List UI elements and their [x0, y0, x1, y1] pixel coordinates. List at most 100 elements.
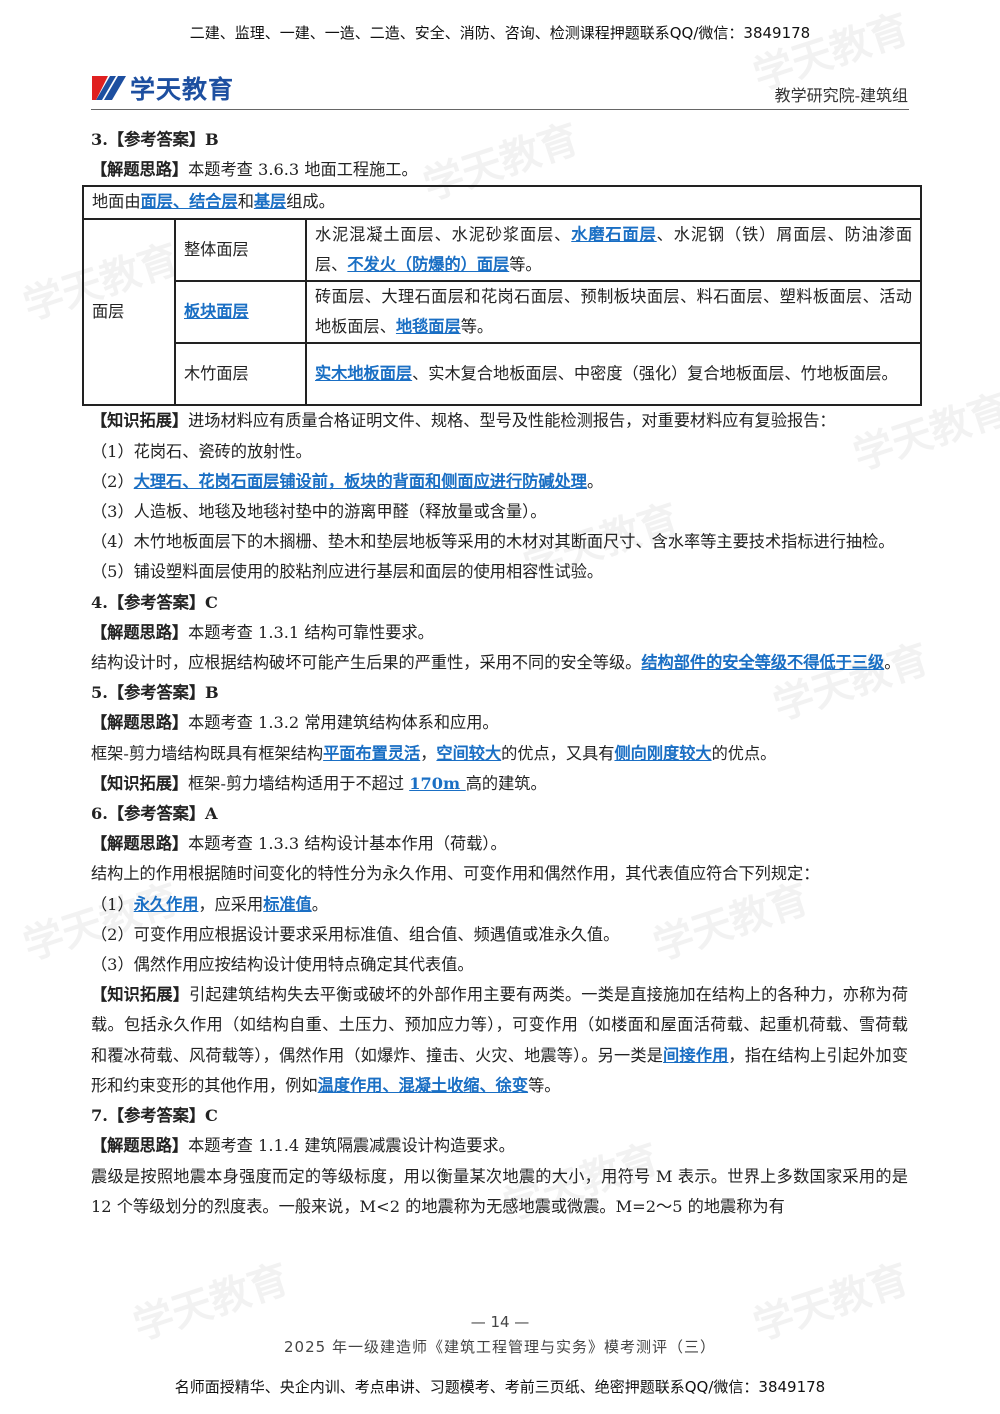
text-run: 木竹面层 [184, 364, 249, 384]
paragraph: 【解题思路】本题考查 3.6.3 地面工程施工。 [91, 155, 908, 185]
bold-label: 6.【参考答案】A [91, 804, 218, 824]
paragraph: （1）永久作用，应采用标准值。 [91, 890, 908, 920]
paragraph: 5.【参考答案】B [91, 678, 908, 708]
highlighted-keyword: 面层、结合层 [140, 192, 238, 212]
text-run: （4）木竹地板面层下的木搁栅、垫木和垫层地板等采用的木材对其断面尺寸、含水率等主… [91, 532, 895, 552]
paragraph: （3）人造板、地毯及地毯衬垫中的游离甲醛（释放量或含量）。 [91, 497, 908, 527]
paragraph: 结构上的作用根据随时间变化的特性分为永久作用、可变作用和偶然作用，其代表值应符合… [91, 859, 908, 889]
text-run: ， [420, 743, 437, 763]
text-run: 高的建筑。 [465, 773, 547, 793]
text-run: 的优点。 [711, 743, 777, 763]
text-run: 引起建筑结构失去平衡或破坏的外部作用主要有两类。一类是直接施加在结构上的各种力，… [91, 985, 909, 1065]
text-run: 震级是按照地震本身强度而定的等级标度，用以衡量某次地震的大小，用符号 M 表示。… [91, 1166, 908, 1216]
layer-name-cell: 板块面层 [174, 280, 307, 345]
text-run: 本题考查 1.3.2 常用建筑结构体系和应用。 [188, 713, 499, 733]
bold-label: 7.【参考答案】C [91, 1106, 218, 1126]
paragraph: （1）花岗石、瓷砖的放射性。 [91, 437, 908, 467]
text-run: 结构设计时，应根据结构破坏可能产生后果的严重性，采用不同的安全等级。 [91, 653, 642, 673]
bold-label: 【解题思路】 [91, 160, 189, 180]
highlighted-keyword: 间接作用 [663, 1045, 729, 1065]
paragraph: 3.【参考答案】B [91, 125, 908, 155]
bold-label: 3.【参考答案】B [91, 130, 219, 149]
paragraph: 【解题思路】本题考查 1.3.3 结构设计基本作用（荷载）。 [91, 829, 908, 859]
highlighted-keyword: 结构部件的安全等级不得低于三级 [641, 653, 885, 673]
text-run: ，应采用 [198, 894, 264, 914]
text-run: 框架-剪力墙结构既具有框架结构 [91, 743, 324, 763]
logo-text: 学天教育 [130, 75, 235, 104]
table-row: 木竹面层 实木地板面层、实木复合地板面层、中密度（强化）复合地板面层、竹地板面层。 [83, 342, 922, 407]
paragraph: 【解题思路】本题考查 1.3.2 常用建筑结构体系和应用。 [91, 708, 908, 738]
text-run: 和 [237, 192, 254, 212]
bold-label: 【解题思路】 [91, 834, 189, 854]
layer-desc-cell: 砖面层、大理石面层和花岗石面层、预制板块面层、料石面层、塑料板面层、活动地板面层… [305, 280, 922, 345]
text-run: （5）铺设塑料面层使用的胶粘剂应进行基层和面层的使用相容性试验。 [91, 562, 604, 582]
paragraph: （4）木竹地板面层下的木搁栅、垫木和垫层地板等采用的木材对其断面尺寸、含水率等主… [91, 527, 908, 557]
group-cell: 面层 [82, 217, 176, 407]
highlighted-keyword: 基层 [253, 192, 287, 212]
bold-label: 【知识拓展】 [91, 773, 189, 793]
table-intro-cell: 地面由面层、结合层和基层组成。 [82, 185, 922, 220]
layer-desc-cell: 实木地板面层、实木复合地板面层、中密度（强化）复合地板面层、竹地板面层。 [305, 342, 922, 407]
layer-name-cell: 木竹面层 [174, 342, 307, 407]
highlighted-keyword: 温度作用、混凝土收缩、徐变 [317, 1075, 529, 1095]
text-run: 等。 [509, 254, 542, 274]
layer-name-cell: 整体面层 [174, 217, 307, 283]
paragraph: （2）可变作用应根据设计要求采用标准值、组合值、频遇值或准永久值。 [91, 920, 908, 950]
document-body: 3.【参考答案】B【解题思路】本题考查 3.6.3 地面工程施工。地面由面层、结… [82, 125, 922, 1222]
bold-label: 4.【参考答案】C [91, 592, 218, 612]
text-run: 本题考查 1.3.1 结构可靠性要求。 [188, 622, 434, 642]
paragraph: 4.【参考答案】C [91, 588, 908, 618]
paragraph: 【知识拓展】引起建筑结构失去平衡或破坏的外部作用主要有两类。一类是直接施加在结构… [91, 980, 908, 1101]
highlighted-keyword: 地毯面层 [395, 317, 461, 337]
highlighted-keyword: 水磨石面层 [571, 224, 657, 244]
table-row: 面层整体面层水泥混凝土面层、水泥砂浆面层、水磨石面层、水泥钢（铁）屑面层、防油渗… [82, 217, 922, 407]
text-run: （2） [91, 471, 134, 491]
bottom-contact-banner: 名师面授精华、央企内训、考点串讲、习题模考、考前三页纸、绝密押题联系QQ/微信：… [174, 1378, 826, 1396]
logo: 学天教育 [92, 70, 234, 106]
text-run: 等。 [460, 317, 494, 337]
header-divider [91, 109, 909, 110]
paragraph: （5）铺设塑料面层使用的胶粘剂应进行基层和面层的使用相容性试验。 [91, 557, 908, 587]
text-run: 。 [586, 471, 604, 491]
text-run: （3）偶然作用应按结构设计使用特点确定其代表值。 [91, 955, 474, 975]
highlighted-keyword: 标准值 [263, 894, 312, 914]
highlighted-keyword: 空间较大 [436, 743, 502, 763]
text-run: 的优点，又具有 [501, 743, 615, 763]
highlighted-keyword: 永久作用 [133, 894, 199, 914]
document-title: 2025 年一级建造师《建筑工程管理与实务》模考测评（三） [284, 1338, 716, 1356]
paragraph: 【解题思路】本题考查 1.3.1 结构可靠性要求。 [91, 618, 908, 648]
bold-label: 【知识拓展】 [91, 985, 190, 1005]
highlighted-keyword: 平面布置灵活 [323, 743, 421, 763]
text-run: 、实木复合地板面层、中密度（强化）复合地板面层、竹地板面层。 [412, 364, 898, 384]
text-run: 框架-剪力墙结构适用于不超过 [188, 773, 410, 793]
text-run: （1）花岗石、瓷砖的放射性。 [91, 441, 312, 461]
text-run: 。 [311, 894, 328, 914]
top-contact-banner: 二建、监理、一建、一造、二造、安全、消防、咨询、检测课程押题联系QQ/微信：38… [189, 24, 811, 42]
highlighted-keyword: 170m [409, 773, 466, 793]
bold-label: 5.【参考答案】B [91, 683, 219, 703]
paragraph: （2）大理石、花岗石面层铺设前，板块的背面和侧面应进行防碱处理。 [91, 467, 908, 497]
paragraph: 6.【参考答案】A [91, 799, 908, 829]
text-run: 整体面层 [184, 239, 249, 259]
highlighted-keyword: 大理石、花岗石面层铺设前，板块的背面和侧面应进行防碱处理 [133, 471, 587, 491]
text-run: 结构上的作用根据随时间变化的特性分为永久作用、可变作用和偶然作用，其代表值应符合… [91, 864, 820, 884]
text-run: ，指在结构上引起外加变形和约束变形的其他作用，例如 [91, 1045, 909, 1095]
bold-label: 【解题思路】 [91, 622, 189, 642]
highlighted-keyword: 实木地板面层 [315, 364, 413, 384]
page-number: — 14 — [470, 1313, 530, 1331]
table-row: 板块面层砖面层、大理石面层和花岗石面层、预制板块面层、料石面层、塑料板面层、活动… [83, 280, 922, 345]
paragraph: 震级是按照地震本身强度而定的等级标度，用以衡量某次地震的大小，用符号 M 表示。… [91, 1162, 908, 1222]
highlighted-keyword: 不发火（防爆的）面层 [347, 254, 510, 274]
text-run: 。 [884, 653, 901, 673]
text-run: 等。 [528, 1075, 561, 1095]
paragraph: 【解题思路】本题考查 1.1.4 建筑隔震减震设计构造要求。 [91, 1131, 908, 1161]
paragraph: 【知识拓展】进场材料应有质量合格证明文件、规格、型号及性能检测报告，对重要材料应… [91, 406, 908, 436]
bold-label: 【知识拓展】 [91, 411, 189, 431]
text-run: 本题考查 1.1.4 建筑隔震减震设计构造要求。 [188, 1136, 515, 1156]
text-run: 本题考查 3.6.3 地面工程施工。 [188, 160, 418, 180]
bold-label: 【解题思路】 [91, 1136, 189, 1156]
paragraph: 框架-剪力墙结构既具有框架结构平面布置灵活，空间较大的优点，又具有侧向刚度较大的… [91, 739, 908, 769]
paragraph: 7.【参考答案】C [91, 1101, 908, 1131]
text-run: （2）可变作用应根据设计要求采用标准值、组合值、频遇值或准永久值。 [91, 924, 620, 944]
text-run: 水泥混凝土面层、水泥砂浆面层、 [315, 224, 572, 244]
